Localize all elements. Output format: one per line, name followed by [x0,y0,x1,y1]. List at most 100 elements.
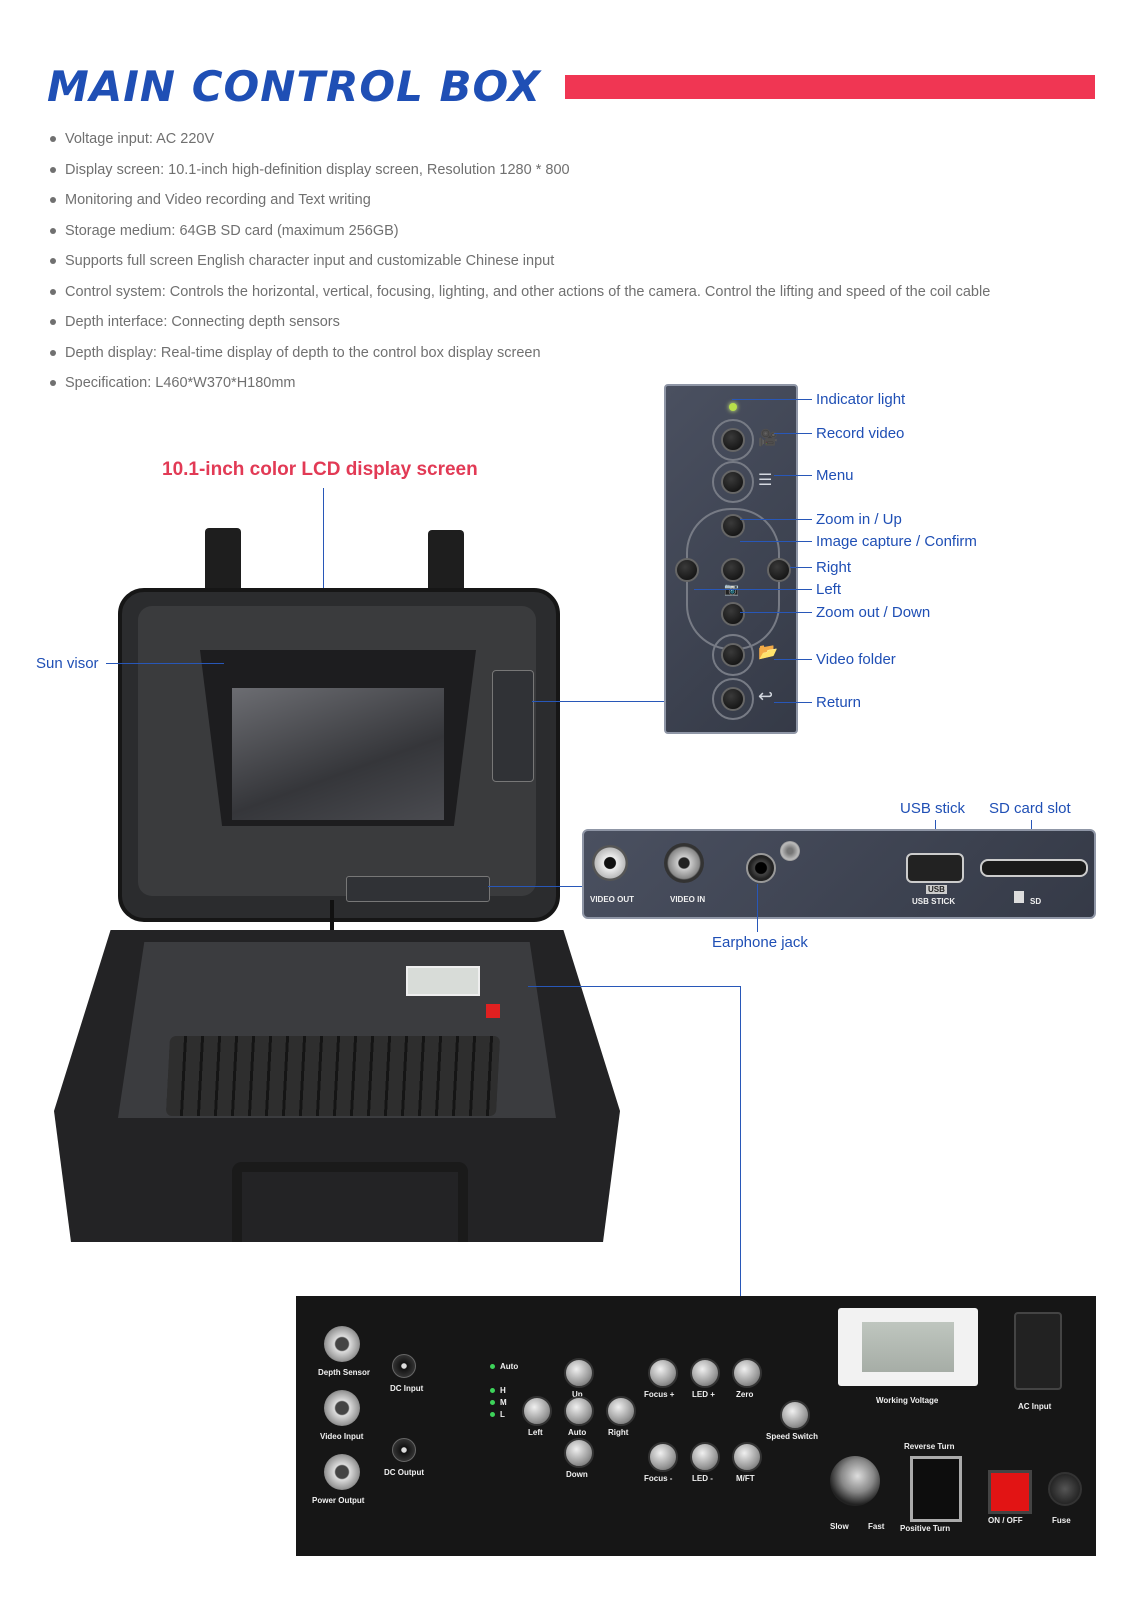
power-output-connector[interactable] [324,1454,360,1490]
io-panel: VIDEO OUT VIDEO IN USB USB STICK SD [582,829,1096,919]
menu-button[interactable] [721,470,745,494]
fuse-label: Fuse [1052,1516,1071,1525]
up-button[interactable] [564,1358,594,1388]
fast-label: Fast [868,1522,885,1531]
led-minus-label: LED - [692,1474,713,1483]
folder-icon: 📂 [758,644,778,661]
carry-handle [232,1162,468,1242]
down-label: Down [566,1470,588,1479]
left-button[interactable] [522,1396,552,1426]
focus-plus-button[interactable] [648,1358,678,1388]
mft-button[interactable] [732,1442,762,1472]
video-out-label: VIDEO OUT [590,895,635,904]
dc-input-jack[interactable] [392,1354,416,1378]
spec-item: Voltage input: AC 220V [48,130,990,161]
depth-sensor-label: Depth Sensor [318,1368,371,1377]
callout-right: Right [816,559,852,576]
video-out-jack[interactable] [592,845,628,881]
spec-item: Depth interface: Connecting depth sensor… [48,313,990,344]
usb-tag: USB [926,885,947,894]
power-output-label: Power Output [312,1496,365,1505]
ac-input-socket[interactable] [1014,1312,1062,1390]
l-led-label: L [500,1410,505,1419]
focus-minus-button[interactable] [648,1442,678,1472]
ac-input-label: AC Input [1018,1402,1052,1411]
callout-video-folder: Video folder [816,651,896,668]
direction-rocker-switch[interactable] [910,1456,962,1522]
zero-button[interactable] [732,1358,762,1388]
focus-minus-label: Focus - [644,1474,673,1483]
reverse-turn-label: Reverse Turn [904,1442,955,1451]
depth-sensor-connector[interactable] [324,1326,360,1362]
lcd-screen [232,688,444,820]
right-label: Right [608,1428,629,1437]
video-input-connector[interactable] [324,1390,360,1426]
image-capture-button[interactable] [721,558,745,582]
video-in-bnc[interactable] [664,843,704,883]
keyboard [165,1036,501,1116]
speed-switch-label: Speed Switch [766,1432,819,1441]
lid-io-strip [346,876,490,902]
left-button[interactable] [675,558,699,582]
right-button[interactable] [606,1396,636,1426]
video-camera-icon: 🎥 [758,430,778,447]
led-plus-button[interactable] [690,1358,720,1388]
callout-sd-slot: SD card slot [989,800,1071,817]
callout-earphone-jack: Earphone jack [712,934,808,951]
dc-output-label: DC Output [384,1468,424,1477]
focus-plus-label: Focus + [644,1390,675,1399]
base-power-switch [486,1004,500,1018]
usb-port[interactable] [906,853,964,883]
working-voltage-label: Working Voltage [876,1396,939,1405]
sd-label: SD [1030,897,1042,906]
return-button[interactable] [721,687,745,711]
up-label: Up [572,1390,583,1399]
video-in-label: VIDEO IN [670,895,706,904]
auto-led-label: Auto [500,1362,519,1371]
auto-label: Auto [568,1428,587,1437]
callout-zoom-out: Zoom out / Down [816,604,931,621]
menu-icon: ☰ [758,472,773,489]
fuse-holder[interactable] [1048,1472,1082,1506]
spec-item: Storage medium: 64GB SD card (maximum 25… [48,222,990,253]
callout-record-video: Record video [816,425,905,442]
callout-sun-visor: Sun visor [36,655,99,672]
mft-label: M/FT [736,1474,755,1483]
down-button[interactable] [564,1438,594,1468]
spec-item: Specification: L460*W370*H180mm [48,374,990,405]
speed-switch-button[interactable] [780,1400,810,1430]
video-folder-button[interactable] [721,643,745,667]
dc-input-label: DC Input [390,1384,424,1393]
slow-label: Slow [830,1522,849,1531]
return-arrow-icon: ↩ [758,686,774,706]
positive-turn-label: Positive Turn [900,1524,951,1533]
base-lcd [406,966,480,996]
button-strip-panel: 🎥 ☰ 📷 📂 ↩ [664,384,798,734]
right-button[interactable] [767,558,791,582]
voltage-display [838,1308,978,1386]
speed-knob[interactable] [830,1456,880,1506]
zoom-out-down-button[interactable] [721,602,745,626]
dc-output-jack[interactable] [392,1438,416,1462]
spec-item: Depth display: Real-time display of dept… [48,344,990,375]
sd-card-slot[interactable] [980,859,1088,877]
earphone-jack[interactable] [746,853,776,883]
h-led-label: H [500,1386,506,1395]
spec-list: Voltage input: AC 220V Display screen: 1… [48,130,990,405]
led-minus-button[interactable] [690,1442,720,1472]
record-video-button[interactable] [721,428,745,452]
led-plus-label: LED + [692,1390,715,1399]
h-led-icon [490,1388,495,1393]
zoom-in-up-button[interactable] [721,514,745,538]
screw-icon [780,841,800,861]
sd-card-icon [1014,891,1024,903]
zero-label: Zero [736,1390,754,1399]
indicator-light-icon [729,403,737,411]
control-panel: Depth Sensor Video Input Power Output DC… [296,1296,1096,1556]
power-switch[interactable] [988,1470,1032,1514]
m-led-label: M [500,1398,507,1407]
callout-zoom-in: Zoom in / Up [816,511,902,528]
spec-item: Monitoring and Video recording and Text … [48,191,990,222]
voltage-lcd [862,1322,954,1372]
auto-button[interactable] [564,1396,594,1426]
